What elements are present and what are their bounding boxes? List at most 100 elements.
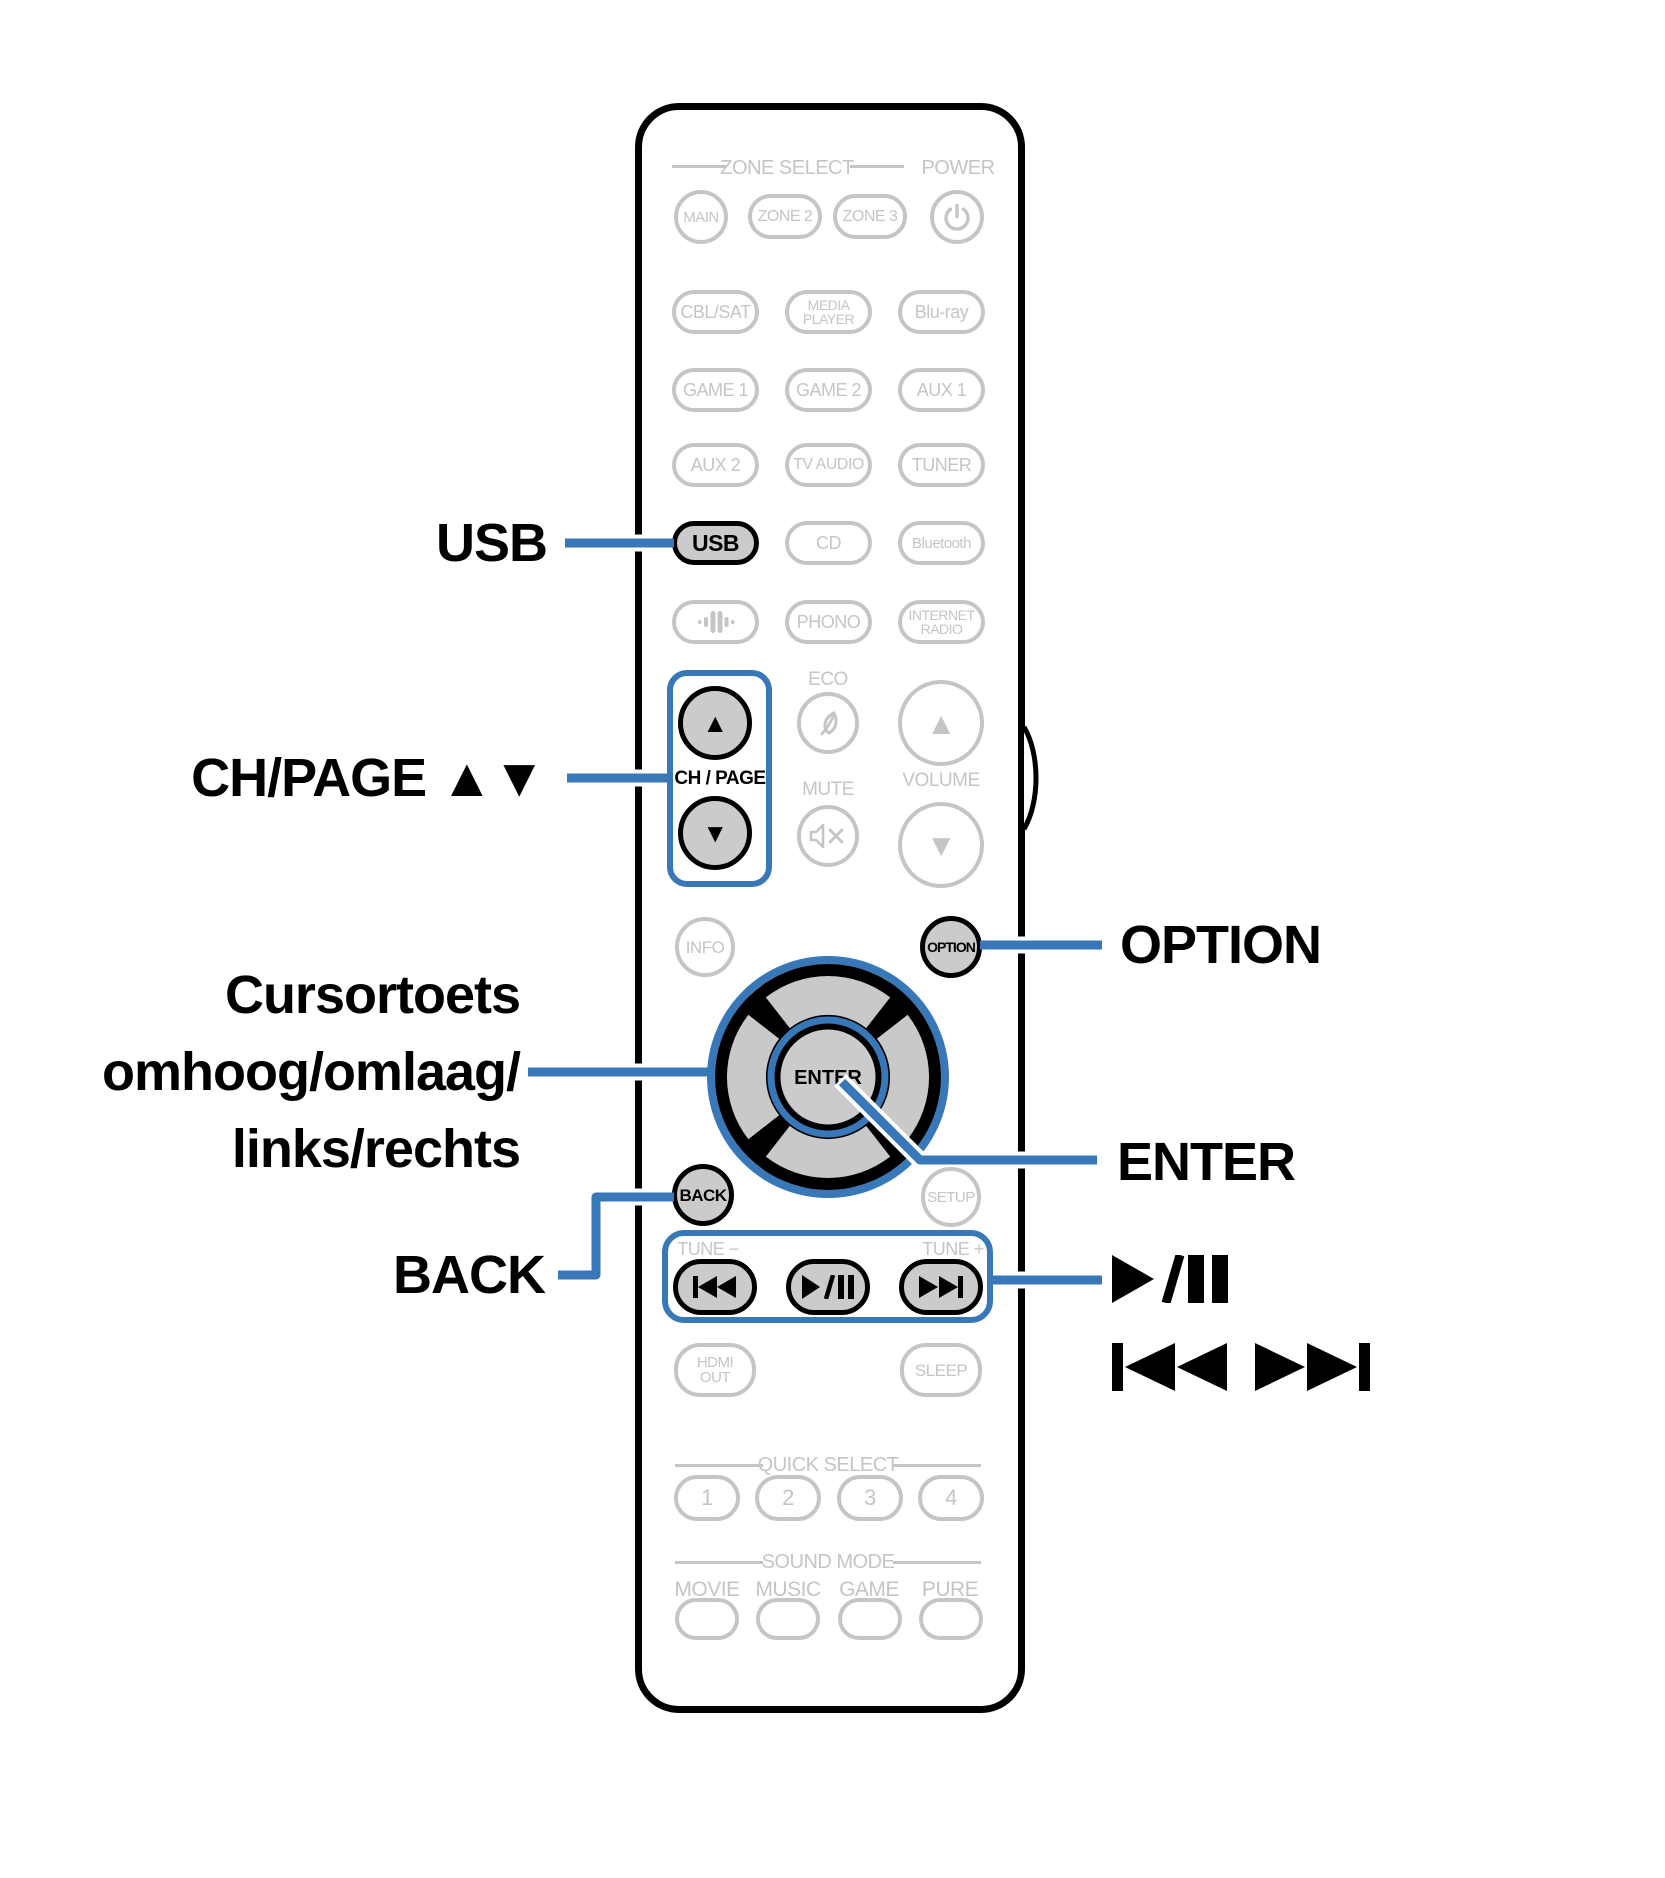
volume-down-button: ▼ (898, 802, 984, 888)
info-button: INFO (675, 917, 735, 977)
zone-select-dash-right (850, 165, 904, 168)
play-pause-callout-icon (1112, 1255, 1228, 1303)
game2-button: GAME 2 (785, 368, 872, 412)
cd-button: CD (785, 521, 872, 565)
game-button (838, 1598, 902, 1640)
ch-page-label: CH / PAGE (674, 768, 766, 789)
main-button-label: MAIN (683, 208, 719, 226)
sound-bars-icon (697, 611, 734, 633)
game1-label: GAME 1 (682, 380, 749, 400)
tuner-button: TUNER (898, 443, 985, 487)
aux1-button: AUX 1 (898, 368, 985, 412)
sound-mode-dash-left (675, 1561, 763, 1564)
callout-cursor-line3: links/rechts (231, 1119, 521, 1179)
quick-select-1-button: 1 (674, 1475, 740, 1521)
skip-back-forward-callout-icon (1112, 1343, 1370, 1391)
quick-select-dash-right (893, 1464, 981, 1467)
aux2-label: AUX 2 (690, 455, 741, 475)
power-label: POWER (921, 157, 995, 179)
setup-button: SETUP (921, 1167, 981, 1227)
media-player-label-1: MEDIA (807, 297, 850, 313)
ch-page-highlight-frame (667, 670, 772, 887)
option-button: OPTION (920, 916, 982, 978)
setup-label: SETUP (927, 1188, 975, 1206)
sleep-label: SLEEP (914, 1360, 968, 1380)
phono-label: PHONO (796, 612, 861, 632)
quick-select-4-button: 4 (918, 1475, 984, 1521)
sound-mode-label: SOUND MODE (761, 1551, 895, 1573)
enter-button-label: ENTER (794, 1067, 862, 1089)
internet-radio-button: INTERNET RADIO (898, 600, 985, 644)
callout-usb: USB (435, 513, 548, 573)
usb-button: USB (672, 521, 759, 565)
tune-minus-label: TUNE − (677, 1239, 739, 1259)
zone-select-dash-left (672, 165, 726, 168)
callout-enter: ENTER (1117, 1132, 1296, 1192)
quick-select-3-button: 3 (837, 1475, 903, 1521)
callout-cursor-line2: omhoog/omlaag/ (102, 1042, 521, 1102)
quick-select-1-label: 1 (701, 1485, 713, 1510)
skip-forward-icon (919, 1276, 963, 1298)
play-pause-icon (802, 1275, 854, 1299)
quick-select-2-label: 2 (782, 1485, 794, 1510)
usb-button-label: USB (691, 529, 740, 556)
game1-button: GAME 1 (672, 368, 759, 412)
pure-label: PURE (921, 1577, 979, 1601)
ch-page-up-button: ▲ (678, 686, 752, 760)
tv-audio-label: TV AUDIO (793, 456, 864, 473)
volume-up-triangle: ▲ (925, 705, 957, 741)
callout-back: BACK (393, 1245, 546, 1305)
cbl-sat-label: CBL/SAT (680, 302, 751, 322)
phono-button: PHONO (785, 600, 872, 644)
cd-label: CD (816, 533, 842, 553)
media-player-button: MEDIA PLAYER (785, 290, 872, 334)
volume-down-triangle: ▼ (925, 827, 957, 863)
ch-page-down-triangle: ▼ (702, 818, 728, 848)
tune-plus-label: TUNE + (922, 1239, 984, 1259)
volume-label: VOLUME (902, 769, 980, 791)
hdmi-out-label-2: OUT (699, 1369, 731, 1386)
power-icon (944, 203, 970, 231)
hdmi-out-button: HDMI OUT (674, 1343, 756, 1397)
sound-mode-dash-right (893, 1561, 981, 1564)
media-player-label-2: PLAYER (802, 311, 855, 327)
internet-radio-label-2: RADIO (920, 621, 963, 637)
ch-page-down-button: ▼ (678, 796, 752, 870)
cursor-pad-blue-ring (707, 956, 949, 1198)
zone3-button: ZONE 3 (833, 194, 907, 239)
callout-cursor-line1: Cursortoets (224, 965, 521, 1025)
leaf-icon (820, 710, 838, 736)
skip-forward-button (899, 1259, 983, 1315)
cursor-left-wedge (727, 1014, 780, 1140)
option-button-label: OPTION (927, 939, 976, 955)
callout-option: OPTION (1120, 915, 1322, 975)
zone2-button: ZONE 2 (748, 194, 822, 239)
eco-button (797, 692, 859, 754)
info-label: INFO (685, 937, 725, 957)
sound-bars-button (672, 600, 759, 644)
bluetooth-button: Bluetooth (898, 521, 985, 565)
callout-ch-page: CH/PAGE ▲▼ (191, 748, 546, 808)
movie-label: MOVIE (674, 1577, 740, 1601)
callout-cursor: Cursortoets omhoog/omlaag/ links/rechts (55, 957, 521, 1188)
play-pause-button (786, 1259, 870, 1315)
music-button (756, 1598, 820, 1640)
aux1-label: AUX 1 (916, 380, 967, 400)
hdmi-out-label-1: HDMI (696, 1354, 734, 1371)
mute-button (797, 805, 859, 867)
blu-ray-button: Blu-ray (898, 290, 985, 334)
back-button-label: BACK (679, 1185, 727, 1205)
mute-speaker-icon (809, 823, 844, 849)
aux2-button: AUX 2 (672, 443, 759, 487)
skip-back-icon (693, 1276, 736, 1298)
zone2-button-label: ZONE 2 (757, 207, 813, 225)
internet-radio-label-1: INTERNET (908, 607, 976, 623)
zone3-button-label: ZONE 3 (842, 207, 898, 225)
game-label: GAME (839, 1577, 899, 1601)
tv-audio-button: TV AUDIO (785, 443, 872, 487)
eco-label: ECO (808, 668, 848, 690)
cbl-sat-button: CBL/SAT (672, 290, 759, 334)
quick-select-4-label: 4 (945, 1485, 957, 1510)
quick-select-3-label: 3 (864, 1485, 876, 1510)
